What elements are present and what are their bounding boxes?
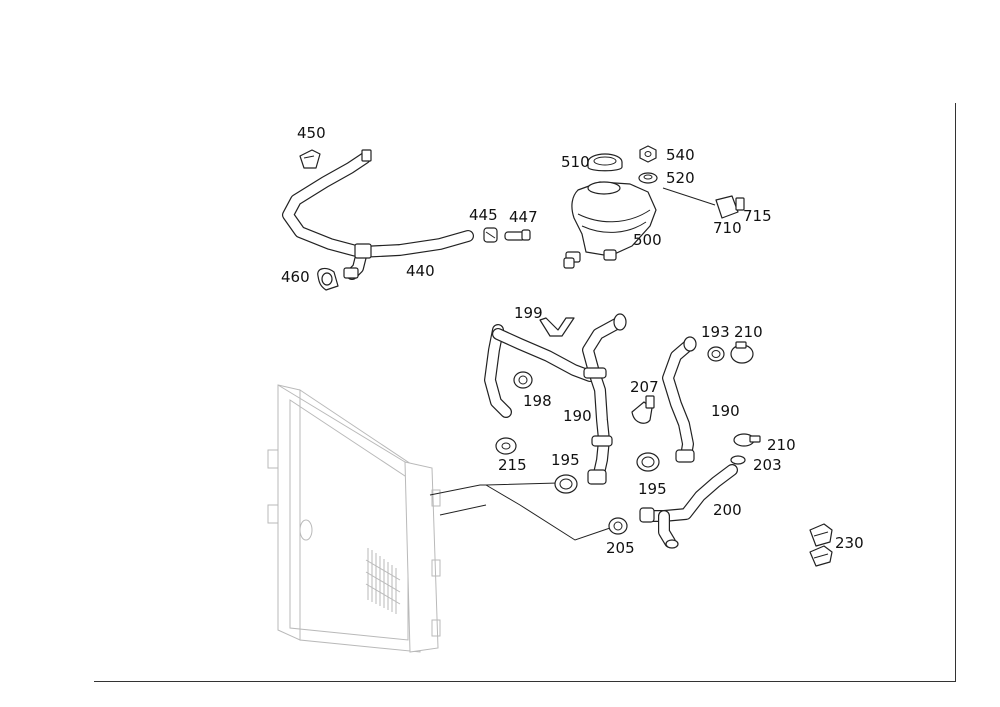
hose-200 [639, 464, 738, 549]
label-198: 198 [523, 392, 552, 410]
label-215: 215 [498, 456, 527, 474]
clip-215 [495, 437, 517, 455]
radiator-hose-190-right [662, 336, 697, 463]
label-230: 230 [835, 534, 864, 552]
label-193: 193 [701, 323, 730, 341]
sensor-710-715 [715, 195, 745, 219]
clamp-195-left [554, 474, 578, 494]
label-195-left: 195 [551, 451, 580, 469]
bleed-hose-440 [282, 149, 474, 280]
label-520: 520 [666, 169, 695, 187]
part-labels: 450 460 440 445 447 510 540 520 500 710 … [281, 124, 864, 557]
label-199: 199 [514, 304, 543, 322]
clip-199 [539, 317, 575, 337]
label-195-right: 195 [638, 480, 667, 498]
label-210-top: 210 [734, 323, 763, 341]
label-710: 710 [713, 219, 742, 237]
label-500: 500 [633, 231, 662, 249]
label-510: 510 [561, 153, 590, 171]
label-445: 445 [469, 206, 498, 224]
clamp-205 [608, 517, 628, 535]
clip-207 [631, 395, 655, 424]
clips-230 [809, 523, 833, 567]
connector-447 [504, 229, 531, 241]
label-210-bottom: 210 [767, 436, 796, 454]
radiator-hose-190-center [484, 313, 627, 485]
clip-450 [299, 149, 321, 169]
label-190-right: 190 [711, 402, 740, 420]
radiator [267, 384, 441, 653]
label-715: 715 [743, 207, 772, 225]
label-540: 540 [666, 146, 695, 164]
label-460: 460 [281, 268, 310, 286]
grommet-520 [638, 172, 658, 184]
nut-540 [639, 145, 657, 163]
clip-445 [483, 227, 498, 243]
clamp-210-top [730, 341, 754, 364]
expansion-tank-500 [563, 181, 657, 269]
leader-lines [429, 187, 716, 541]
label-200: 200 [713, 501, 742, 519]
oring-203 [730, 455, 746, 465]
clamp-210-bottom [733, 433, 761, 447]
label-450: 450 [297, 124, 326, 142]
oring-193 [707, 346, 725, 362]
cap-510 [587, 153, 623, 172]
label-207: 207 [630, 378, 659, 396]
clip-460 [317, 267, 339, 291]
label-190-center: 190 [563, 407, 592, 425]
clip-198 [513, 371, 533, 389]
label-203: 203 [753, 456, 782, 474]
label-447: 447 [509, 208, 538, 226]
label-440: 440 [406, 262, 435, 280]
label-205: 205 [606, 539, 635, 557]
clamp-195-right [636, 452, 660, 472]
